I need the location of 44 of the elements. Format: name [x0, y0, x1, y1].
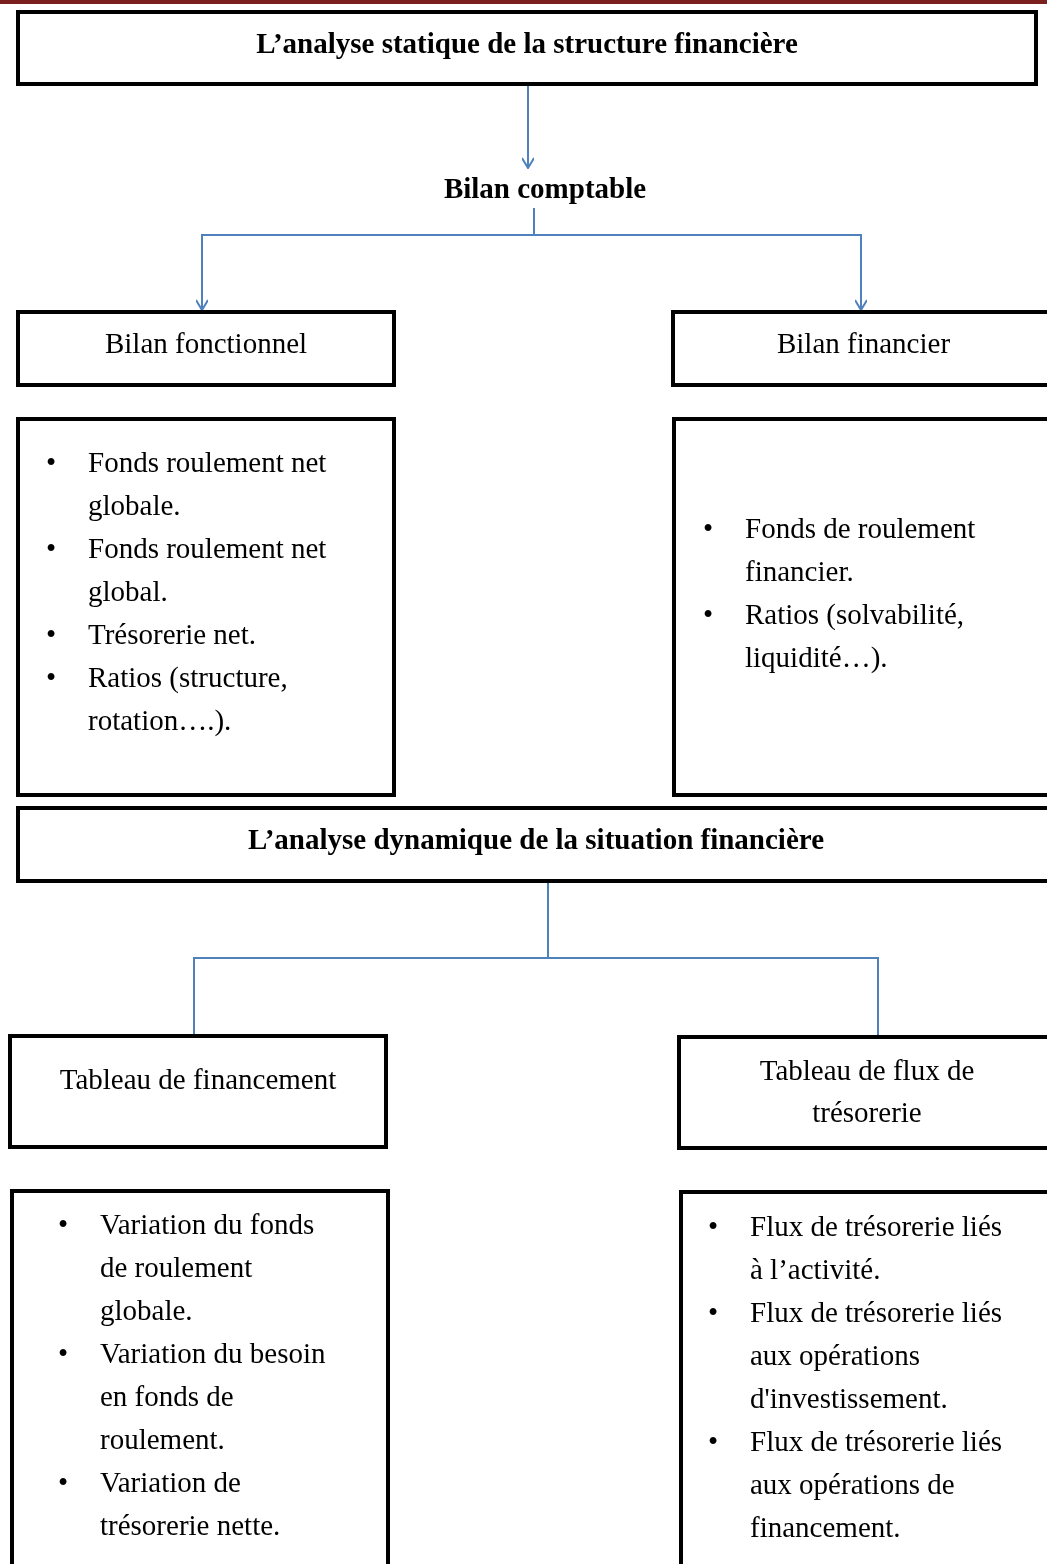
bullet-marker: •	[46, 531, 57, 566]
list-box	[16, 417, 396, 797]
bullet-marker: •	[46, 445, 57, 480]
bullet-marker: •	[58, 1465, 69, 1500]
bullet-marker: •	[703, 511, 714, 546]
heading-text: L’analyse dynamique de la situation financière	[246, 822, 826, 857]
category-box	[677, 1035, 1047, 1150]
list-item: Flux de trésorerie liés aux opérations d'investissement.	[750, 1295, 1004, 1416]
bullet-marker: •	[46, 617, 57, 652]
heading-text: Bilan comptable	[410, 168, 680, 208]
list-item: Ratios (solvabilité, liquidité…).	[745, 597, 966, 675]
arrow	[521, 85, 535, 169]
list-item: Flux de trésorerie liés à l’activité.	[750, 1209, 1004, 1287]
arrow	[533, 207, 868, 311]
label-text: Tableau de financement	[58, 1062, 338, 1097]
list-item: Variation du besoin en fonds de roulement.	[100, 1336, 327, 1457]
list-item: Fonds de roulement financier.	[745, 511, 977, 589]
heading-text: L’analyse statique de la structure financière	[255, 26, 799, 61]
label-text: Tableau de flux de trésorerie	[758, 1053, 976, 1130]
category-box	[16, 310, 396, 387]
list-item: Flux de trésorerie liés aux opérations de financement.	[750, 1424, 1004, 1545]
bullet-marker: •	[708, 1424, 719, 1459]
list-item: Fonds roulement net globale.	[88, 445, 328, 523]
bullet-marker: •	[58, 1336, 69, 1371]
bullet-marker: •	[58, 1207, 69, 1242]
list-box	[10, 1189, 390, 1564]
title-box	[16, 806, 1047, 883]
title-box	[16, 10, 1038, 86]
list-item: Ratios (structure, rotation….).	[88, 660, 289, 738]
bullet-marker: •	[46, 660, 57, 695]
list-box	[679, 1190, 1047, 1564]
list-box	[672, 417, 1047, 797]
list-item: Trésorerie net.	[88, 617, 258, 652]
connector-line	[547, 882, 879, 1036]
list-item: Variation du fonds de roulement globale.	[100, 1207, 316, 1328]
category-box	[671, 310, 1047, 387]
label-text: Bilan financier	[775, 326, 952, 361]
list-item: Fonds roulement net global.	[88, 531, 328, 609]
bullet-marker: •	[708, 1209, 719, 1244]
list-item: Variation de trésorerie nette.	[100, 1465, 282, 1543]
category-box	[8, 1034, 388, 1149]
label-text: Bilan fonctionnel	[103, 326, 309, 361]
bullet-marker: •	[703, 597, 714, 632]
bullet-marker: •	[708, 1295, 719, 1330]
